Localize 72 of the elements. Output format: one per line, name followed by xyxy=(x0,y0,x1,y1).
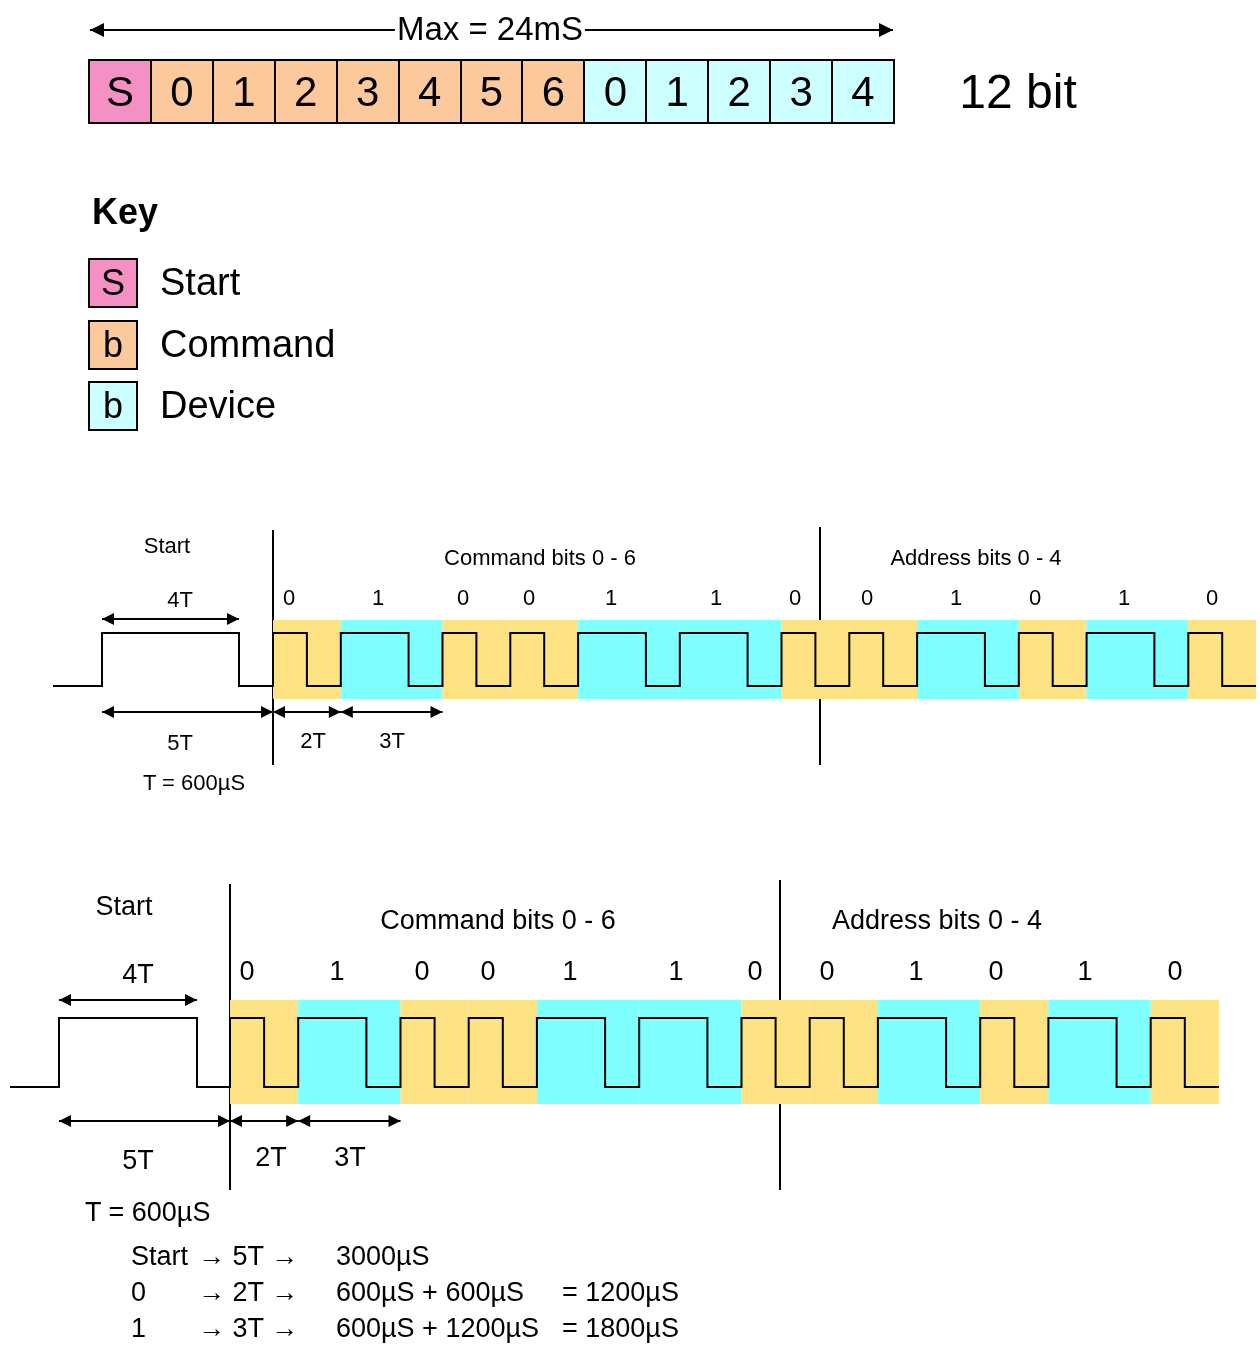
bit-value: 1 xyxy=(949,585,963,611)
table-cell: → 2T → xyxy=(198,1278,299,1308)
table-cell: 0 xyxy=(131,1278,147,1308)
bit-cell: 0 xyxy=(583,59,648,124)
table-cell: 600µS + 600µS xyxy=(336,1278,524,1308)
dimension-label: 3T xyxy=(379,728,405,754)
key-swatch: b xyxy=(88,381,138,431)
bit-value: 1 xyxy=(709,585,723,611)
bit-value: 1 xyxy=(329,957,345,987)
bit-cell: 3 xyxy=(335,59,400,124)
section-label: Command bits 0 - 6 xyxy=(444,545,636,571)
bit-value: 0 xyxy=(788,585,802,611)
bit-value: 0 xyxy=(522,585,536,611)
bit-value: 0 xyxy=(414,957,430,987)
bit-cell: 5 xyxy=(459,59,524,124)
key-swatch: b xyxy=(88,319,138,370)
note-text: T = 600µS xyxy=(142,770,246,796)
dimension-label: 5T xyxy=(122,1146,154,1176)
bit-value: 1 xyxy=(908,957,924,987)
bit-value: 1 xyxy=(668,957,684,987)
bit-cell: 1 xyxy=(211,59,276,124)
bit-value: 0 xyxy=(747,957,763,987)
dimension-label: 2T xyxy=(300,728,326,754)
bit-value: 1 xyxy=(371,585,385,611)
bit-cell: 2 xyxy=(707,59,772,124)
section-label: Start xyxy=(95,892,153,922)
bit-value: 0 xyxy=(1205,585,1219,611)
bit-cell: 6 xyxy=(521,59,586,124)
section-label: Start xyxy=(143,533,191,559)
bit-cell: 0 xyxy=(149,59,214,124)
bit-value: 0 xyxy=(239,957,255,987)
bit-value: 1 xyxy=(1117,585,1131,611)
table-cell: → 3T → xyxy=(198,1314,299,1344)
bit-value: 1 xyxy=(1077,957,1093,987)
note-text: T = 600µS xyxy=(85,1198,211,1228)
table-cell: 1 xyxy=(131,1314,147,1344)
note-text: 12 bit xyxy=(959,65,1077,119)
bit-value: 1 xyxy=(562,957,578,987)
bit-value: 0 xyxy=(988,957,1004,987)
section-label: Address bits 0 - 4 xyxy=(831,906,1043,936)
key-heading: Key xyxy=(92,192,159,232)
table-cell: 3000µS xyxy=(336,1242,430,1272)
dimension-label: 5T xyxy=(167,730,193,756)
section-label: Address bits 0 - 4 xyxy=(890,545,1062,571)
bit-value: 0 xyxy=(1028,585,1042,611)
bit-cell: 4 xyxy=(397,59,462,124)
dimension-label: 3T xyxy=(334,1143,366,1173)
key-swatch: S xyxy=(88,258,138,308)
dimension-label: 4T xyxy=(122,960,154,990)
swatch-caption: Command xyxy=(160,323,336,366)
bit-value: 0 xyxy=(860,585,874,611)
bit-cell: S xyxy=(88,59,152,124)
bit-value: 1 xyxy=(604,585,618,611)
swatch-caption: Start xyxy=(160,262,241,304)
bit-cell: 4 xyxy=(831,59,895,124)
bit-value: 0 xyxy=(819,957,835,987)
section-label: Command bits 0 - 6 xyxy=(380,906,616,936)
table-cell: = 1200µS xyxy=(562,1278,679,1308)
bit-value: 0 xyxy=(1167,957,1183,987)
table-cell: Start xyxy=(131,1242,189,1272)
table-cell: = 1800µS xyxy=(562,1314,679,1344)
swatch-caption: Device xyxy=(160,385,277,427)
bit-value: 0 xyxy=(480,957,496,987)
table-cell: 600µS + 1200µS xyxy=(336,1314,539,1344)
bit-cell: 1 xyxy=(645,59,710,124)
dimension-label: 4T xyxy=(167,587,193,613)
bit-value: 0 xyxy=(456,585,470,611)
table-cell: → 5T → xyxy=(198,1242,299,1272)
bit-value: 0 xyxy=(282,585,296,611)
bit-cell: 3 xyxy=(769,59,834,124)
dimension-label: 2T xyxy=(255,1143,287,1173)
bit-cell: 2 xyxy=(273,59,338,124)
